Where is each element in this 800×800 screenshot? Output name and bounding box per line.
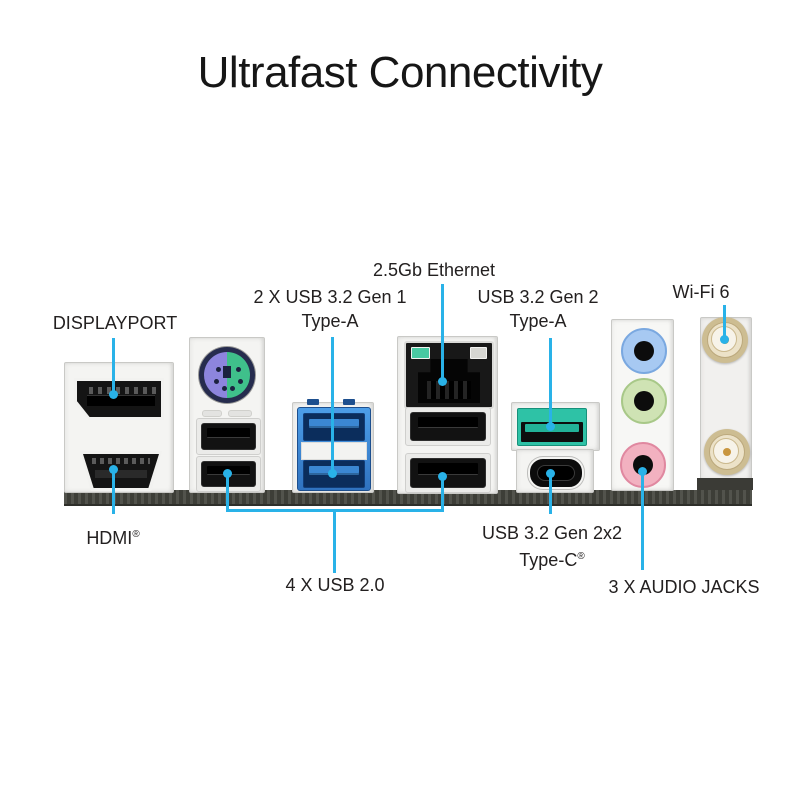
usbc-housing bbox=[516, 449, 594, 493]
usb32-gen2-housing bbox=[511, 402, 600, 451]
displayport-port bbox=[74, 378, 164, 420]
usb2-port-4 bbox=[405, 453, 491, 493]
leader-line-usb2-left bbox=[226, 472, 229, 512]
displayport-label: DISPLAYPORT bbox=[52, 313, 178, 333]
leader-line-usb2-center bbox=[333, 509, 336, 573]
leader-line-usbc bbox=[549, 473, 552, 514]
hdmi-port bbox=[80, 451, 162, 491]
leader-dot-displayport bbox=[109, 390, 118, 399]
leader-line-displayport bbox=[112, 338, 115, 395]
wifi-label: Wi-Fi 6 bbox=[672, 282, 730, 302]
ethernet-led-right bbox=[470, 347, 487, 359]
leader-dot-hdmi bbox=[109, 465, 118, 474]
audio-label: 3 X AUDIO JACKS bbox=[608, 577, 760, 597]
leader-line-usb31-gen1 bbox=[331, 337, 334, 477]
page-title: Ultrafast Connectivity bbox=[197, 48, 603, 97]
leader-dot-wifi bbox=[720, 335, 729, 344]
usb-shell-tab bbox=[343, 399, 355, 405]
leader-dot-usb32-gen2 bbox=[546, 422, 555, 431]
usb-shell-tab bbox=[307, 399, 319, 405]
housing-vent bbox=[228, 410, 252, 417]
usb-c-port bbox=[528, 457, 584, 489]
leader-line-hdmi bbox=[112, 469, 115, 514]
usb2-port-3 bbox=[405, 407, 491, 446]
ps2-port bbox=[199, 347, 255, 403]
leader-dot-usb31-gen1 bbox=[328, 469, 337, 478]
usb31-gen1-port-top bbox=[303, 413, 365, 441]
leader-line-ethernet bbox=[441, 284, 444, 384]
leader-line-audio bbox=[641, 471, 644, 570]
ethernet-led-left bbox=[411, 347, 430, 359]
wifi-bracket-foot bbox=[697, 478, 753, 490]
audio-jack-line-in bbox=[621, 328, 667, 374]
leader-dot-ethernet bbox=[438, 377, 447, 386]
leader-line-wifi bbox=[723, 305, 726, 343]
usbc-label: USB 3.2 Gen 2x2 Type-C® bbox=[481, 523, 623, 570]
motherboard-edge bbox=[64, 490, 752, 506]
hdmi-label: HDMI® bbox=[86, 528, 140, 548]
wifi-bracket bbox=[700, 317, 752, 481]
usb31-gen1-label: 2 X USB 3.2 Gen 1 Type-A bbox=[253, 287, 407, 331]
ethernet-io-housing bbox=[397, 336, 498, 494]
ethernet-port bbox=[404, 341, 494, 409]
usb32-gen2-label: USB 3.2 Gen 2 Type-A bbox=[477, 287, 599, 331]
usb2-label: 4 X USB 2.0 bbox=[285, 575, 385, 595]
audio-jack-line-out bbox=[621, 378, 667, 424]
leader-line-usb2-right bbox=[441, 475, 444, 512]
usb2-port-1 bbox=[196, 418, 261, 455]
usb31-gen1-shell bbox=[297, 407, 371, 491]
audio-panel bbox=[611, 319, 674, 491]
usb-shell-divider bbox=[301, 442, 367, 460]
housing-vent bbox=[202, 410, 222, 417]
ethernet-label: 2.5Gb Ethernet bbox=[372, 260, 496, 280]
wifi-antenna-connector-bottom bbox=[704, 429, 750, 475]
video-io-housing bbox=[64, 362, 174, 493]
leader-line-usb32-gen2 bbox=[549, 338, 552, 430]
